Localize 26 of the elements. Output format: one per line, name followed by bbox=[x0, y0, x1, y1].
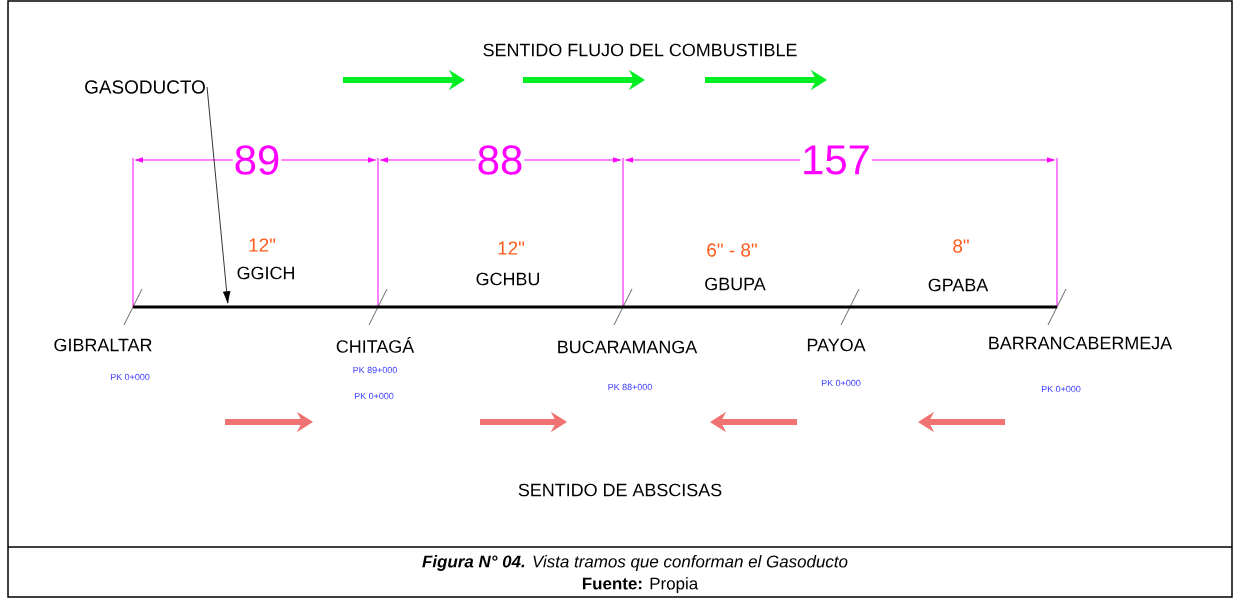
gasoducto-label: GASODUCTO bbox=[85, 80, 205, 94]
flow-direction-label: SENTIDO FLUJO DEL COMBUSTIBLE bbox=[483, 43, 797, 57]
leader-line bbox=[206, 86, 231, 304]
chainage-label: PK 89+000 bbox=[353, 366, 397, 374]
diameter-label: 6" - 8" bbox=[707, 243, 757, 257]
dimension-value: 88 bbox=[475, 144, 525, 176]
station-label: CHITAGÁ bbox=[336, 337, 415, 353]
station-label: BARRANCABERMEJA bbox=[989, 336, 1173, 350]
chainage-label: PK 0+000 bbox=[1041, 385, 1081, 393]
chainage-label: PK 88+000 bbox=[608, 383, 652, 391]
diameter-label: 8" bbox=[953, 239, 969, 253]
station-label: PAYOA bbox=[807, 338, 866, 352]
diameter-label: 12" bbox=[249, 238, 276, 252]
diameter-label: 12" bbox=[498, 241, 525, 255]
chainage-label: PK 0+000 bbox=[354, 392, 394, 400]
segment-code: GCHBU bbox=[476, 272, 539, 286]
source-note: Fuente: Propia bbox=[582, 577, 699, 593]
chainage-label: PK 0+000 bbox=[821, 379, 861, 387]
dimension-value: 89 bbox=[232, 144, 282, 176]
flow-direction-label: SENTIDO DE ABSCISAS bbox=[518, 483, 722, 497]
station-label: BUCARAMANGA bbox=[558, 340, 698, 354]
dimension-value: 157 bbox=[800, 144, 872, 176]
chainage-label: PK 0+000 bbox=[110, 373, 150, 381]
caption-text: Figura N° 04. Vista tramos que conforman el Gasoducto bbox=[422, 555, 848, 571]
segment-code: GGICH bbox=[237, 266, 294, 280]
station-label: GIBRALTAR bbox=[54, 338, 152, 352]
